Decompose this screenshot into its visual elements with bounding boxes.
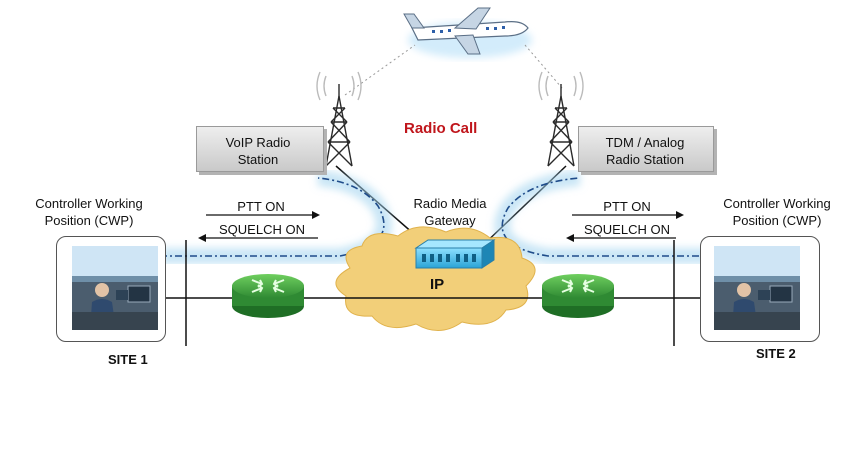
radio-link-dotted [344, 44, 563, 96]
left-radio-tower-icon [316, 71, 362, 167]
cwp-left-label-line1: Controller Working [35, 196, 143, 211]
site-2-label: SITE 2 [756, 346, 796, 361]
cwp-right-label-line1: Controller Working [723, 196, 831, 211]
right-radio-tower-icon [538, 71, 584, 167]
ip-network-label: IP [430, 276, 445, 293]
left-ptt-label: PTT ON [237, 199, 285, 214]
cwp-right-photo [714, 246, 800, 330]
signal-path-right [494, 170, 714, 264]
right-station-line1: TDM / Analog [605, 135, 685, 150]
left-radio-station-box [196, 126, 324, 172]
left-squelch-label: SQUELCH ON [219, 222, 305, 237]
right-ptt-label: PTT ON [603, 199, 651, 214]
left-router-icon [232, 274, 304, 318]
gateway-label-line1: Radio Media [413, 196, 487, 211]
gateway-label-line2: Gateway [424, 213, 476, 228]
left-signal-arrows [198, 211, 320, 242]
right-squelch-label: SQUELCH ON [584, 222, 670, 237]
gateway-device-icon [414, 239, 496, 269]
right-router-icon [542, 274, 614, 318]
control-tower-operator-image [714, 246, 800, 330]
diagram-title: Radio Call [404, 120, 478, 137]
site-1-label: SITE 1 [108, 352, 148, 367]
right-signal-arrows [566, 211, 684, 242]
cwp-right-label-line2: Position (CWP) [732, 213, 822, 228]
cwp-left-photo [72, 246, 158, 330]
right-station-line2: Radio Station [605, 152, 685, 167]
airplane-icon [403, 7, 532, 58]
signal-path-left [160, 170, 392, 264]
right-radio-station-box [578, 126, 714, 172]
left-station-line1: VoIP Radio [225, 135, 291, 150]
cwp-left-label-line2: Position (CWP) [44, 213, 134, 228]
left-station-line2: Station [237, 152, 279, 167]
control-tower-operator-image [72, 246, 158, 330]
